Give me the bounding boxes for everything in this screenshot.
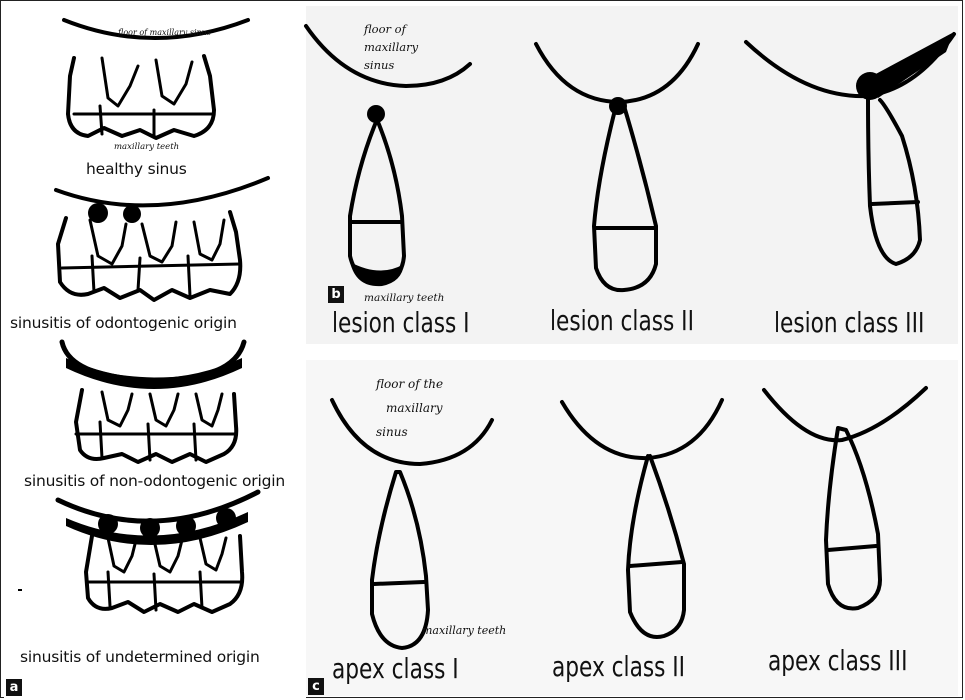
undetermined-illustration: [58, 492, 258, 612]
non-odontogenic-illustration: [62, 342, 244, 462]
floor-note-c: floor of the maxillary sinus: [376, 372, 443, 444]
caption-lesion-class-3: lesion class III: [774, 306, 924, 339]
teeth-note-c: maxillary teeth: [422, 624, 506, 637]
caption-odontogenic: sinusitis of odontogenic origin: [10, 314, 237, 332]
panel-a-drawing: [4, 6, 306, 698]
caption-non-odontogenic: sinusitis of non-odontogenic origin: [24, 472, 285, 490]
apex-class-2-illustration: [562, 400, 722, 637]
odontogenic-illustration: [56, 178, 268, 300]
caption-apex-class-1: apex class I: [332, 652, 459, 685]
floor-note-b-line1: floor of: [364, 20, 418, 38]
caption-apex-class-3: apex class III: [768, 644, 907, 677]
caption-healthy-sinus: healthy sinus: [86, 160, 187, 178]
panel-a: floor of maxillary sinus maxillary teeth…: [4, 6, 306, 698]
caption-lesion-class-2: lesion class II: [550, 304, 694, 337]
teeth-note-a: maxillary teeth: [114, 142, 179, 152]
lesion-class-3-illustration: [746, 32, 954, 264]
floor-note-c-line3: sinus: [376, 420, 443, 444]
caption-apex-class-2: apex class II: [552, 650, 685, 683]
panel-label-b: b: [328, 286, 344, 303]
lesion-class-2-illustration: [536, 44, 698, 290]
floor-note-b: floor of maxillary sinus: [364, 20, 418, 74]
panel-label-a: a: [6, 679, 22, 696]
teeth-note-b: maxillary teeth: [364, 292, 444, 304]
floor-note-b-line3: sinus: [364, 56, 418, 74]
panel-c: floor of the maxillary sinus maxillary t…: [306, 360, 958, 696]
floor-note-a: floor of maxillary sinus: [118, 28, 211, 37]
caption-undetermined: sinusitis of undetermined origin: [20, 648, 260, 666]
caption-lesion-class-1: lesion class I: [332, 306, 470, 339]
panel-label-c: c: [308, 678, 324, 695]
floor-note-c-line1: floor of the: [376, 372, 443, 396]
panel-b: floor of maxillary sinus maxillary teeth…: [306, 6, 958, 344]
floor-note-b-line2: maxillary: [364, 38, 418, 56]
healthy-sinus-illustration: [64, 20, 248, 138]
floor-note-c-line2: maxillary: [376, 396, 443, 420]
apex-class-3-illustration: [764, 388, 926, 609]
